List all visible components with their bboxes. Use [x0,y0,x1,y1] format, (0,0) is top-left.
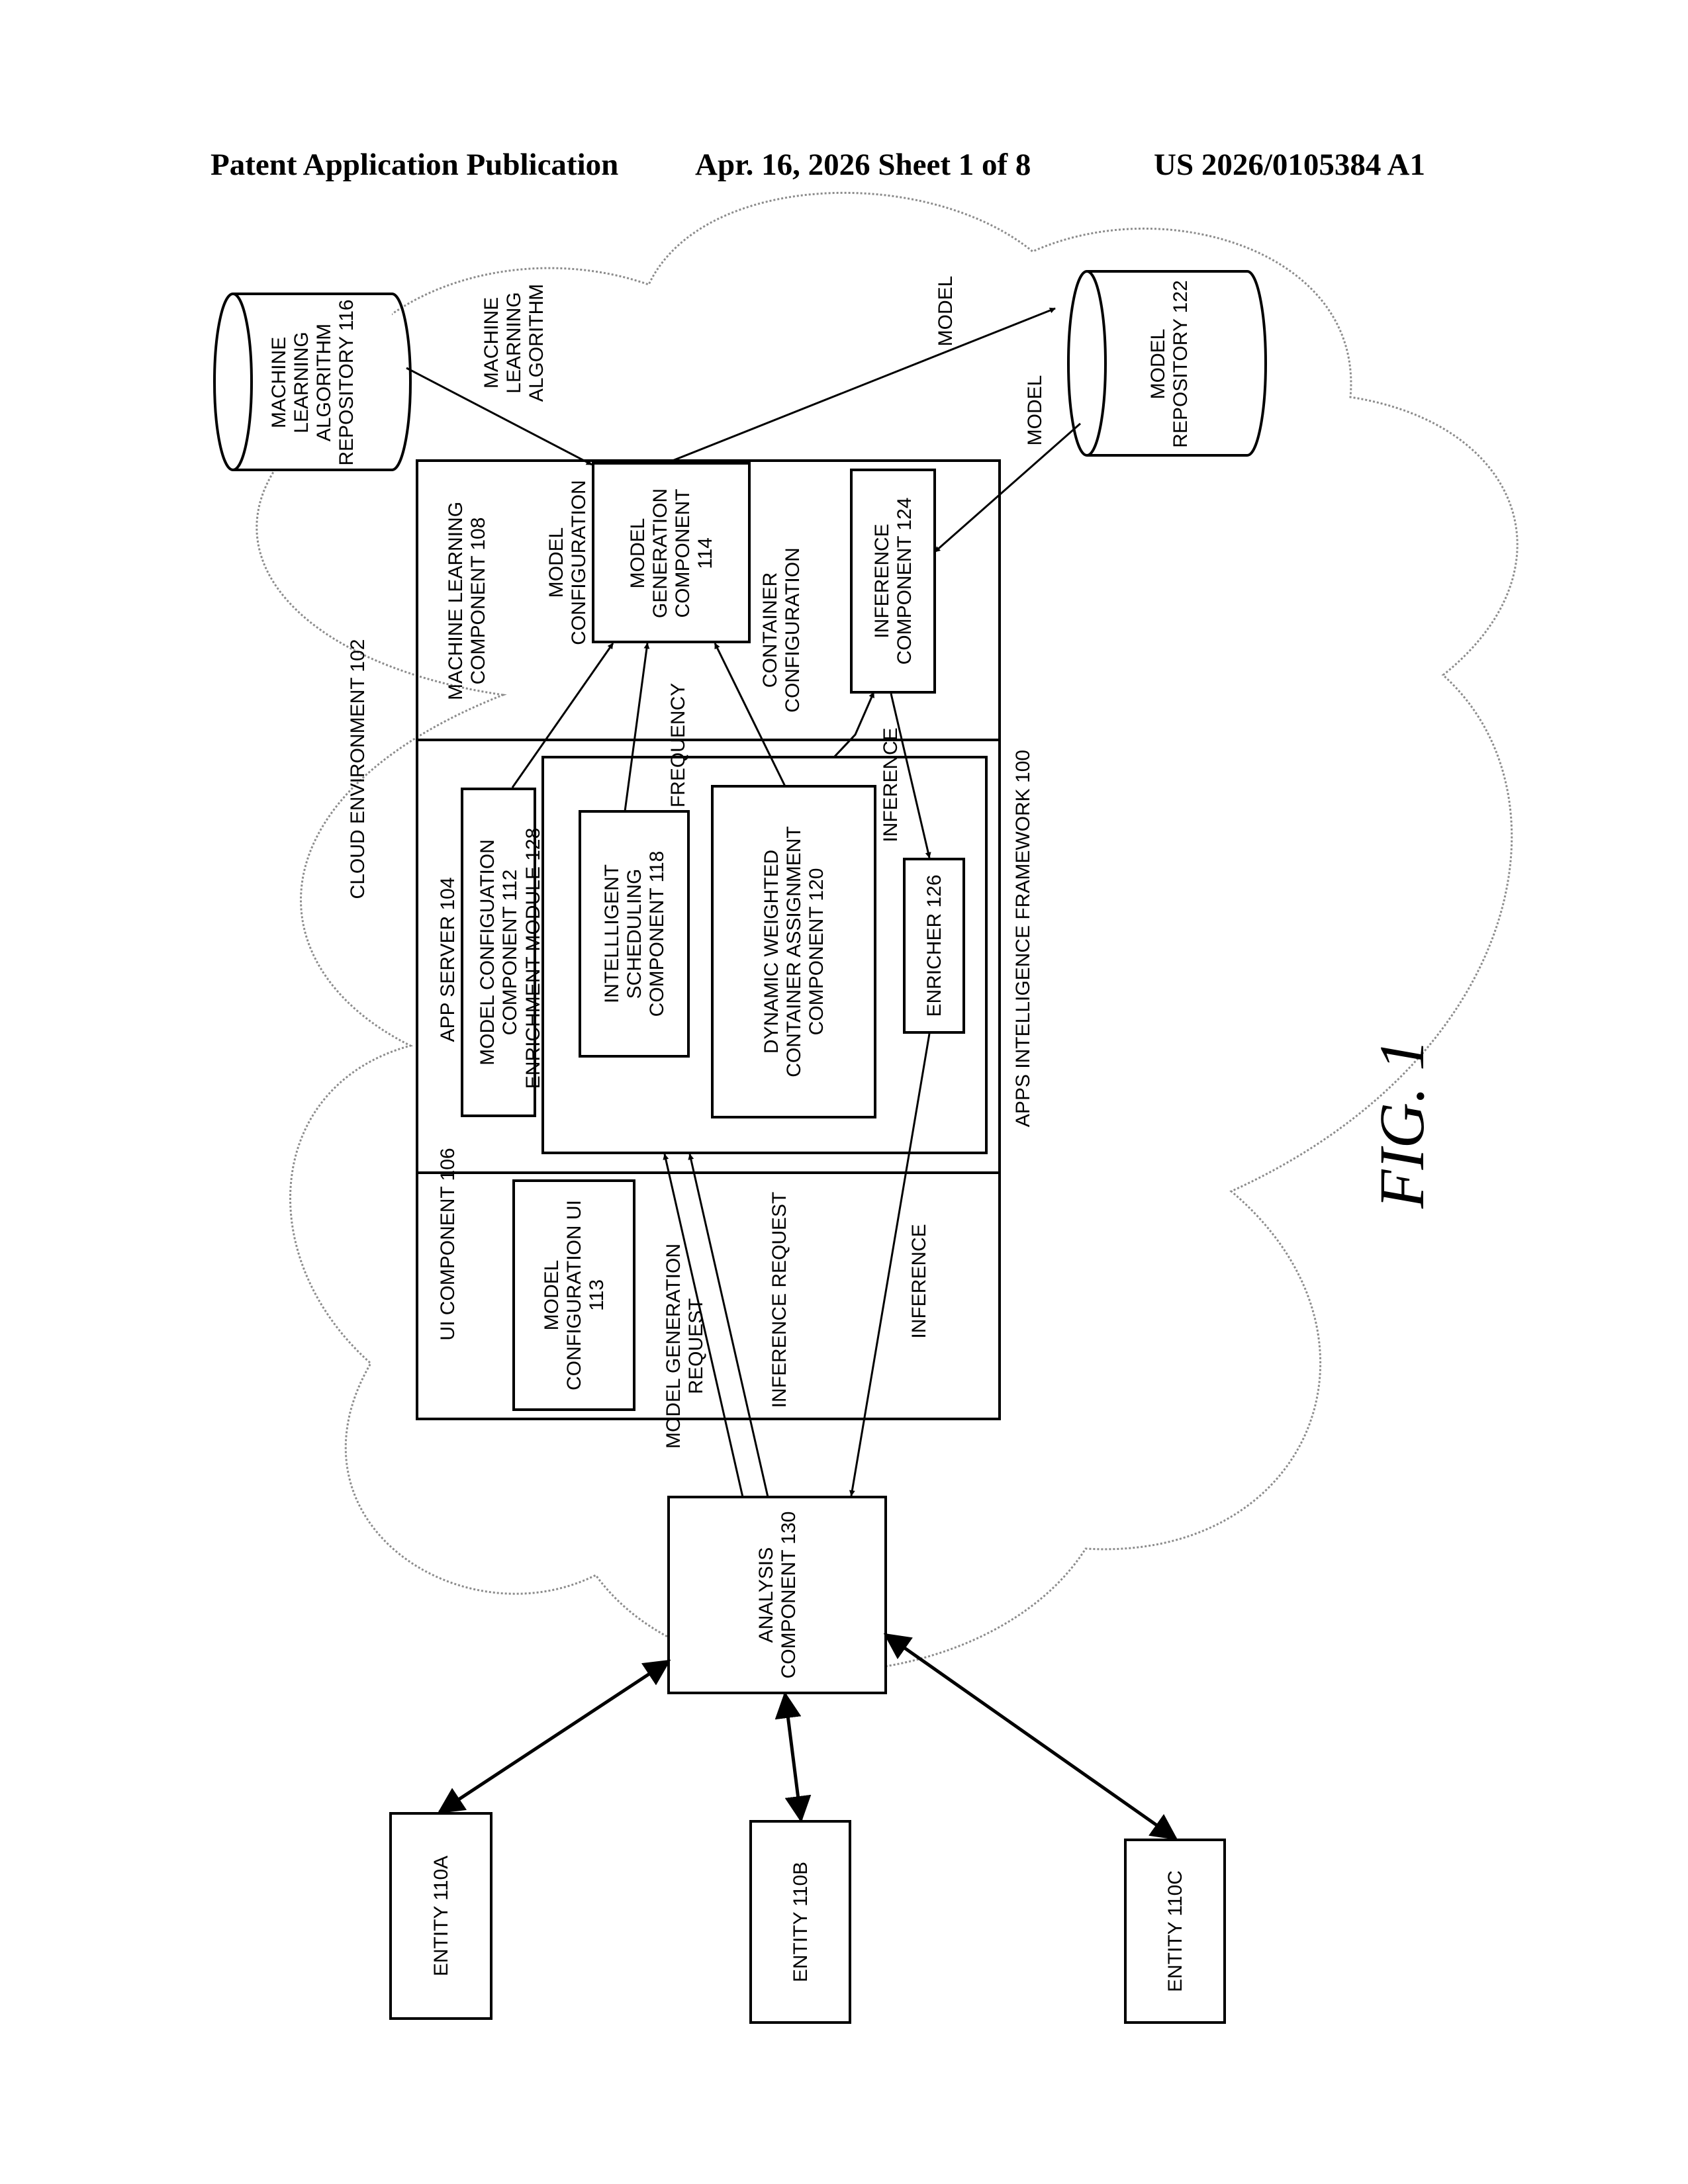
label-line: CONFIGURATION [568,480,590,645]
label-line: LEARNING [503,292,525,393]
container-configuration-arrow-label: CONTAINERCONFIGURATION [759,547,804,712]
cloud-environment-label: CLOUD ENVIRONMENT 102 [347,639,369,899]
label-line: MACHINE [268,337,290,428]
entity-110c-label: ENTITY 110C [1164,1870,1186,1992]
label-line: CONTAINER [759,572,781,688]
arrow-frequency [625,643,647,811]
label-line: ALGORITHM [526,284,547,402]
label-line: INTELLLIGENT [601,864,623,1003]
enrichment-module-label: ENRICHMENT MODULE 128 [522,828,544,1089]
label-line: SCHEDULING [624,869,645,999]
ui-component-label: UI COMPONENT 106 [437,1148,459,1340]
label-line: COMPONENT 108 [467,518,489,685]
label-line: CONTAINER ASSIGNMENT [783,826,805,1077]
label-line: REPOSITORY 122 [1170,280,1192,447]
label-line: MODEL [1024,375,1046,446]
entity-110b-label: ENTITY 110B [790,1862,812,1982]
label-line: CLOUD ENVIRONMENT 102 [347,639,369,899]
label-line: LEARNING [291,332,312,433]
label-line: ALGORITHM [313,324,335,441]
label-line: INFERENCE REQUEST [769,1192,790,1408]
inference-request-label: INFERENCE REQUEST [769,1192,790,1408]
label-line: COMPONENT 112 [499,870,521,1036]
label-line: MODEL [545,527,567,598]
model-generation-component-box [593,463,749,642]
label-line: REPOSITORY 116 [336,299,357,465]
label-line: MODEL [541,1260,563,1331]
model-configuation-component-label: MODEL CONFIGUATIONCOMPONENT 112 [477,839,521,1066]
label-line: MACHINE [481,297,502,388]
inference-component-box [851,470,935,692]
label-line: COMPONENT 120 [806,868,827,1036]
label-line: MODEL [627,518,649,589]
frequency-arrow-label: FREQUENCY [667,683,689,807]
label-line: GENERATION [649,488,671,618]
label-line: UI COMPONENT 106 [437,1148,459,1340]
label-line: APPS INTELLIGENCE FRAMEWORK 100 [1012,750,1034,1127]
ml-algorithm-repository [214,294,410,470]
label-line: MODEL [1147,329,1169,400]
arrow-model-to-repo [666,308,1055,463]
label-line: CONFIGURATION UI [563,1200,585,1390]
label-line: ENTITY 110B [790,1862,812,1982]
label-line: COMPONENT 118 [646,851,668,1017]
label-line: 113 [586,1279,608,1311]
arrow-entity-a-analysis [440,1661,669,1812]
label-line: ENRICHMENT MODULE 128 [522,828,544,1089]
label-line: COMPONENT [672,489,694,618]
model-to-repo-arrow-label: MODEL [935,276,957,347]
label-line: DYNAMIC WEIGHTED [761,850,782,1054]
inference-arrow-label-bottom: INFERENCE [908,1224,930,1338]
label-line: COMPONENT 124 [894,498,915,665]
model-configuration-arrow-label: MODELCONFIGURATION [545,480,590,645]
label-line: 114 [694,537,716,569]
label-line: APP SERVER 104 [437,877,459,1042]
apps-intelligence-framework-label: APPS INTELLIGENCE FRAMEWORK 100 [1012,750,1034,1127]
arrow-model-from-repo [935,424,1080,552]
analysis-component-box [669,1497,886,1693]
label-line: COMPONENT 130 [778,1512,800,1679]
model-from-repo-arrow-label: MODEL [1024,375,1046,446]
ml-algorithm-arrow-label: MACHINELEARNINGALGORITHM [481,284,547,402]
label-line: INFERENCE [880,727,902,842]
label-line: MACHINE LEARNING [445,502,467,700]
arrow-entity-b-analysis [785,1694,801,1820]
intelligent-scheduling-component-label: INTELLLIGENTSCHEDULINGCOMPONENT 118 [601,851,668,1017]
label-line: MODEL [935,276,957,347]
app-server-label: APP SERVER 104 [437,877,459,1042]
label-line: ENTITY 110C [1164,1870,1186,1992]
label-line: REQUEST [685,1298,707,1394]
label-line: ENRICHER 126 [923,874,945,1017]
inference-arrow-label-mid: INFERENCE [880,727,902,842]
entity-110a-label: ENTITY 110A [430,1856,452,1976]
label-line: CONFIGURATION [782,547,804,712]
figure-number: FIG. 1 [1366,1039,1437,1209]
label-line: INFERENCE [871,523,893,638]
arrow-entity-c-analysis [886,1635,1176,1839]
enricher-label: ENRICHER 126 [923,874,945,1017]
label-line: ENTITY 110A [430,1856,452,1976]
label-line: ANALYSIS [755,1547,777,1643]
machine-learning-component-label: MACHINE LEARNINGCOMPONENT 108 [445,502,489,700]
arrow-inference-request-to-inference-component [834,692,874,757]
label-line: INFERENCE [908,1224,930,1338]
label-line: MODEL GENERATION [663,1244,684,1449]
arrow-model-configuration [512,643,613,788]
label-line: MODEL CONFIGUATION [477,839,498,1066]
label-line: FREQUENCY [667,683,689,807]
